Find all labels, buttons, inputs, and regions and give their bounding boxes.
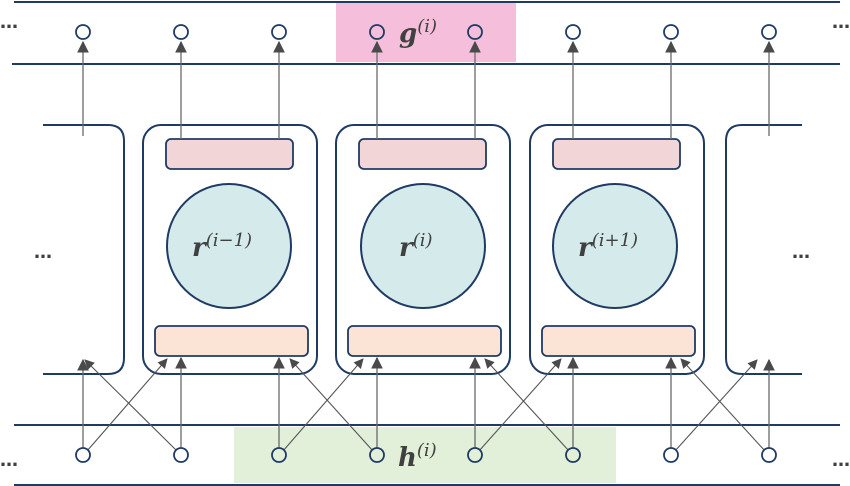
block-r-i-plus-1 xyxy=(529,124,705,375)
r-label-next: r(i+1) xyxy=(578,230,638,263)
g-node xyxy=(271,24,287,40)
ellipsis-bottom-left: … xyxy=(0,450,18,471)
h-highlight-box xyxy=(234,427,616,483)
h-node xyxy=(663,447,679,463)
block-bottom-bar xyxy=(154,325,309,357)
h-label: h(i) xyxy=(398,440,437,473)
g-node xyxy=(467,24,483,40)
input-arrows-cross xyxy=(84,358,766,452)
partial-block-left xyxy=(43,124,125,375)
block-top-bar xyxy=(358,138,487,170)
r-label-current: r(i) xyxy=(399,230,433,263)
block-top-bar xyxy=(552,138,681,170)
ellipsis-top-right: … xyxy=(832,12,850,33)
g-node xyxy=(369,24,385,40)
r-label-prev: r(i−1) xyxy=(192,230,252,263)
g-node xyxy=(75,24,91,40)
g-node xyxy=(663,24,679,40)
g-label: g(i) xyxy=(399,16,437,49)
block-bottom-bar xyxy=(347,325,502,357)
block-r-i xyxy=(335,124,511,375)
h-node xyxy=(761,447,777,463)
output-arrows xyxy=(77,40,775,139)
bottom-nodes xyxy=(75,447,777,463)
block-core-node xyxy=(552,183,678,309)
block-core-node xyxy=(166,183,292,309)
g-node xyxy=(761,24,777,40)
block-bottom-bar xyxy=(541,325,696,357)
ellipsis-top-left: … xyxy=(0,12,18,33)
h-node xyxy=(75,447,91,463)
h-node xyxy=(369,447,385,463)
block-core-node xyxy=(360,183,486,309)
ellipsis-bottom-right: … xyxy=(832,450,850,471)
g-node xyxy=(173,24,189,40)
ellipsis-middle-left: … xyxy=(34,242,52,263)
h-node xyxy=(173,447,189,463)
g-node xyxy=(565,24,581,40)
block-top-bar xyxy=(165,138,294,170)
h-node xyxy=(271,447,287,463)
top-nodes xyxy=(75,24,777,40)
ellipsis-middle-right: … xyxy=(792,242,810,263)
partial-block-right xyxy=(725,124,802,375)
g-highlight-box xyxy=(336,2,516,62)
block-r-i-minus-1 xyxy=(142,124,318,375)
input-arrows-vertical xyxy=(77,356,775,452)
h-node xyxy=(565,447,581,463)
h-node xyxy=(467,447,483,463)
